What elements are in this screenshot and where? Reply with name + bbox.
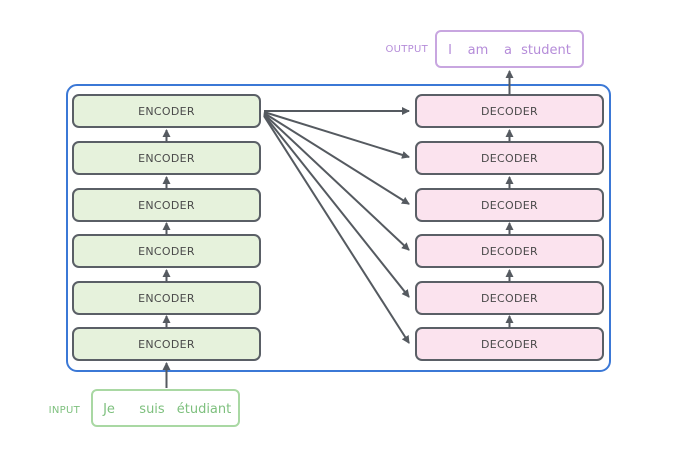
encoder-block-2: ENCODER xyxy=(72,141,261,175)
encoder-block-3: ENCODER xyxy=(72,188,261,222)
output-box xyxy=(435,30,584,68)
decoder-block-2: DECODER xyxy=(415,141,604,175)
decoder-block-4: DECODER xyxy=(415,234,604,268)
input-box xyxy=(91,389,240,427)
decoder-label: DECODER xyxy=(481,338,538,351)
encoder-stack: ENCODER ENCODER ENCODER ENCODER ENCODER … xyxy=(72,94,261,361)
decoder-label: DECODER xyxy=(481,199,538,212)
input-word: suis xyxy=(139,402,165,417)
input-group: INPUT Je suis étudiant xyxy=(49,389,240,427)
output-word: I xyxy=(448,43,452,58)
cross-arrow xyxy=(263,115,410,344)
decoder-label: DECODER xyxy=(481,105,538,118)
cross-arrow xyxy=(263,113,410,251)
input-label: INPUT xyxy=(49,405,81,416)
output-group: OUTPUT I am a student xyxy=(385,30,584,68)
output-word: a xyxy=(504,43,512,58)
input-word: Je xyxy=(102,402,115,417)
output-word: student xyxy=(521,43,571,58)
input-word: étudiant xyxy=(177,402,232,417)
decoder-block-6: DECODER xyxy=(415,327,604,361)
cross-arrow xyxy=(263,112,410,205)
output-label: OUTPUT xyxy=(385,44,428,55)
decoder-block-3: DECODER xyxy=(415,188,604,222)
encoder-to-decoder-arrows xyxy=(263,107,410,344)
decoder-block-1: DECODER xyxy=(415,94,604,128)
decoder-label: DECODER xyxy=(481,292,538,305)
encoder-block-6: ENCODER xyxy=(72,327,261,361)
cross-arrow xyxy=(263,111,410,159)
encoder-label: ENCODER xyxy=(138,105,195,118)
decoder-block-5: DECODER xyxy=(415,281,604,315)
encoder-block-5: ENCODER xyxy=(72,281,261,315)
encoder-label: ENCODER xyxy=(138,292,195,305)
encoder-label: ENCODER xyxy=(138,338,195,351)
encoder-block-4: ENCODER xyxy=(72,234,261,268)
output-word: am xyxy=(468,43,489,58)
decoder-label: DECODER xyxy=(481,245,538,258)
encoder-label: ENCODER xyxy=(138,199,195,212)
model-container xyxy=(66,84,611,372)
encoder-block-1: ENCODER xyxy=(72,94,261,128)
encoder-label: ENCODER xyxy=(138,245,195,258)
encoder-label: ENCODER xyxy=(138,152,195,165)
decoder-label: DECODER xyxy=(481,152,538,165)
cross-arrow xyxy=(263,114,410,298)
